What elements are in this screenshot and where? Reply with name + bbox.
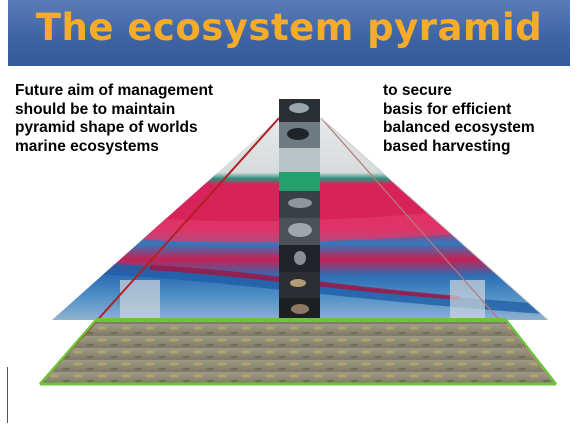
base-left-edge [39, 319, 97, 385]
left-text-line: should be to maintain [15, 100, 176, 118]
slide-title: The ecosystem pyramid [35, 6, 543, 49]
left-text-line: Future aim of management [15, 82, 214, 99]
title-bar: The ecosystem pyramid [8, 0, 570, 66]
left-divider [7, 367, 8, 423]
right-text-line: basis for efficient [383, 100, 512, 118]
pyramid-right-edge [320, 117, 557, 385]
right-text-line: balanced ecosystem [383, 119, 535, 136]
left-text-block: Future aim of management should be to ma… [15, 82, 285, 156]
echogram-right-edge [320, 117, 549, 321]
food-chain-image-strip [279, 99, 320, 320]
right-text-block: to secure basis for efficient balanced e… [383, 82, 573, 156]
seabed-image [40, 320, 556, 384]
left-text-line: pyramid shape of worlds [15, 119, 198, 136]
left-text-line: marine ecosystems [15, 137, 159, 155]
right-text-line: to secure [383, 82, 452, 99]
right-text-line: based harvesting [383, 137, 511, 155]
base-right-edge [505, 319, 557, 385]
